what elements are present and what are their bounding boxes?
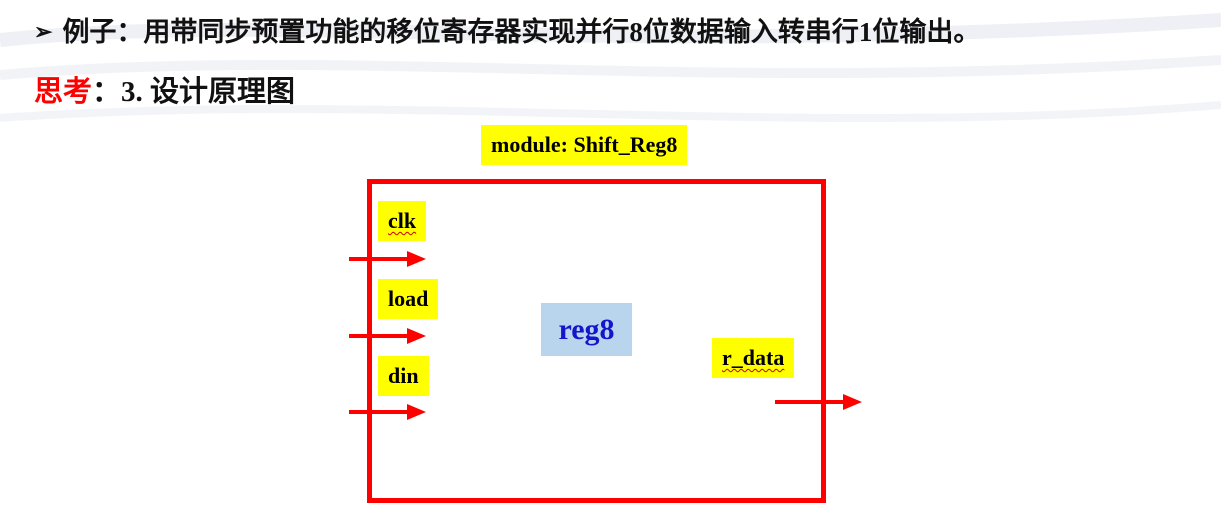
reg8-block: reg8: [541, 303, 632, 356]
slide-subheading: 思考：3. 设计原理图: [34, 72, 295, 112]
module-box: [367, 179, 826, 503]
subheading-text: ：3. 设计原理图: [92, 76, 296, 108]
output-label-r-data: r_data: [712, 338, 795, 378]
arrow-clk: [349, 251, 426, 267]
input-label-clk: clk: [378, 201, 427, 241]
module-label: module: Shift_Reg8: [481, 125, 688, 165]
output-label-text: r_data: [722, 345, 785, 370]
arrow-bullet-icon: ➢: [34, 19, 53, 44]
input-label-clk-text: clk: [388, 208, 417, 233]
arrow-din: [349, 404, 426, 420]
heading-text: 例子：用带同步预置功能的移位寄存器实现并行8位数据输入转串行1位输出。: [62, 17, 981, 47]
input-label-din: din: [378, 356, 429, 396]
input-label-load: load: [378, 279, 439, 319]
slide-heading: ➢ 例子：用带同步预置功能的移位寄存器实现并行8位数据输入转串行1位输出。: [34, 12, 980, 52]
arrow-r-data: [775, 394, 862, 410]
think-label: 思考: [34, 76, 93, 108]
arrow-load: [349, 328, 426, 344]
